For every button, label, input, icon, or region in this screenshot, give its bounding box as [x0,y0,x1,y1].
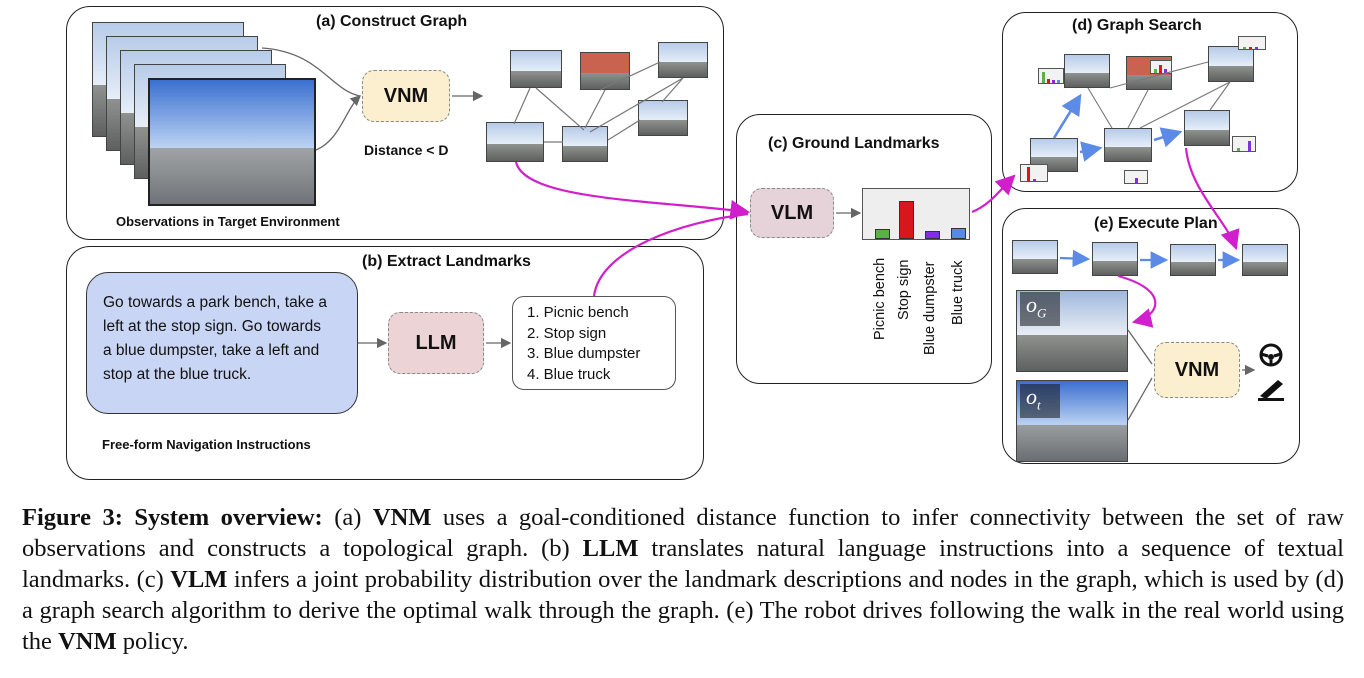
chart-bar-blue-dumpster [925,231,940,239]
vnm-module-e: VNM [1154,342,1240,398]
chart-bar-blue-truck [951,228,966,239]
landmark-item: 1. Picnic bench [527,304,629,321]
chart-bar-stop-sign [899,201,914,239]
graph-node-image [1208,46,1254,82]
instruction-line: a blue dumpster, take a left and [103,342,320,359]
observation-image-label: ot [1020,384,1060,418]
graph-node-image [658,42,708,78]
instruction-line: left at the stop sign. Go towards [103,318,321,335]
graph-node-image [486,122,544,162]
panel-e-title: (e) Execute Plan [1094,215,1218,232]
mini-histogram [1232,136,1256,152]
instruction-caption: Free-form Navigation Instructions [102,437,311,452]
graph-node-image [510,50,562,88]
caption-term: VLM [170,566,228,593]
caption-text: policy. [116,628,189,655]
panel-b-title: (b) Extract Landmarks [362,253,531,270]
caption-text: infers a joint probability distribution … [22,566,1344,655]
graph-node-image [562,126,608,162]
figure-title: System overview: [134,504,323,531]
vlm-module: VLM [750,188,834,238]
plan-step-image [1170,244,1216,276]
observations-label: Observations in Target Environment [116,214,340,229]
mini-histogram [1038,68,1064,84]
obs-label-text: o [1026,384,1037,409]
instruction-line: stop at the blue truck. [103,366,252,383]
landmark-item: 2. Stop sign [527,324,607,342]
panel-a-title: (a) Construct Graph [316,13,468,30]
plan-step-image [1012,240,1058,274]
landmark-list: 1. Picnic bench 2. Stop sign 3. Blue dum… [512,296,676,390]
graph-node-image [580,52,630,90]
steering-wheel-icon [1259,343,1283,367]
caption-term: LLM [582,535,639,562]
goal-image-label: oG [1020,292,1060,326]
figure-label: Figure 3: [22,504,123,531]
obs-label-sub: t [1037,397,1041,413]
caption-text: (a) [322,504,373,531]
panel-ground-landmarks [736,114,992,384]
llm-module: LLM [388,312,484,374]
vnm-module-a: VNM [362,70,450,122]
probability-chart [862,188,970,240]
plan-step-image [1242,244,1288,276]
graph-node-image [1064,54,1110,88]
figure-caption: Figure 3: System overview: (a) VNM uses … [22,502,1344,657]
graph-node-image [1184,110,1230,146]
connector-overlay [261,47,1256,421]
pedal-icon [1258,380,1284,401]
chart-bar-picnic-bench [875,229,890,239]
mini-histogram [1124,170,1148,184]
distance-threshold-label: Distance < D [364,142,449,158]
caption-text: translates natural language instructions… [22,535,1344,593]
graph-node-image [1104,128,1152,162]
goal-label-text: o [1026,292,1037,317]
goal-label-sub: G [1037,305,1047,321]
instruction-bubble: Go towards a park bench, take a left at … [86,272,358,414]
panel-d-title: (d) Graph Search [1072,17,1202,34]
caption-text: uses a goal-conditioned distance functio… [22,504,1344,562]
landmark-item: 3. Blue dumpster [527,345,641,362]
caption-term: VNM [372,504,432,531]
plan-step-image [1092,242,1138,276]
mini-histogram [1238,36,1266,50]
caption-body: (a) VNM uses a goal-conditioned distance… [22,504,1344,655]
panel-c-title: (c) Ground Landmarks [768,135,940,152]
observation-image [148,78,316,206]
mini-histogram [1150,60,1172,74]
caption-term: VNM [58,628,117,655]
landmark-item: 4. Blue truck [527,365,611,383]
mini-histogram [1020,164,1048,182]
instruction-line: Go towards a park bench, take a [103,294,328,311]
